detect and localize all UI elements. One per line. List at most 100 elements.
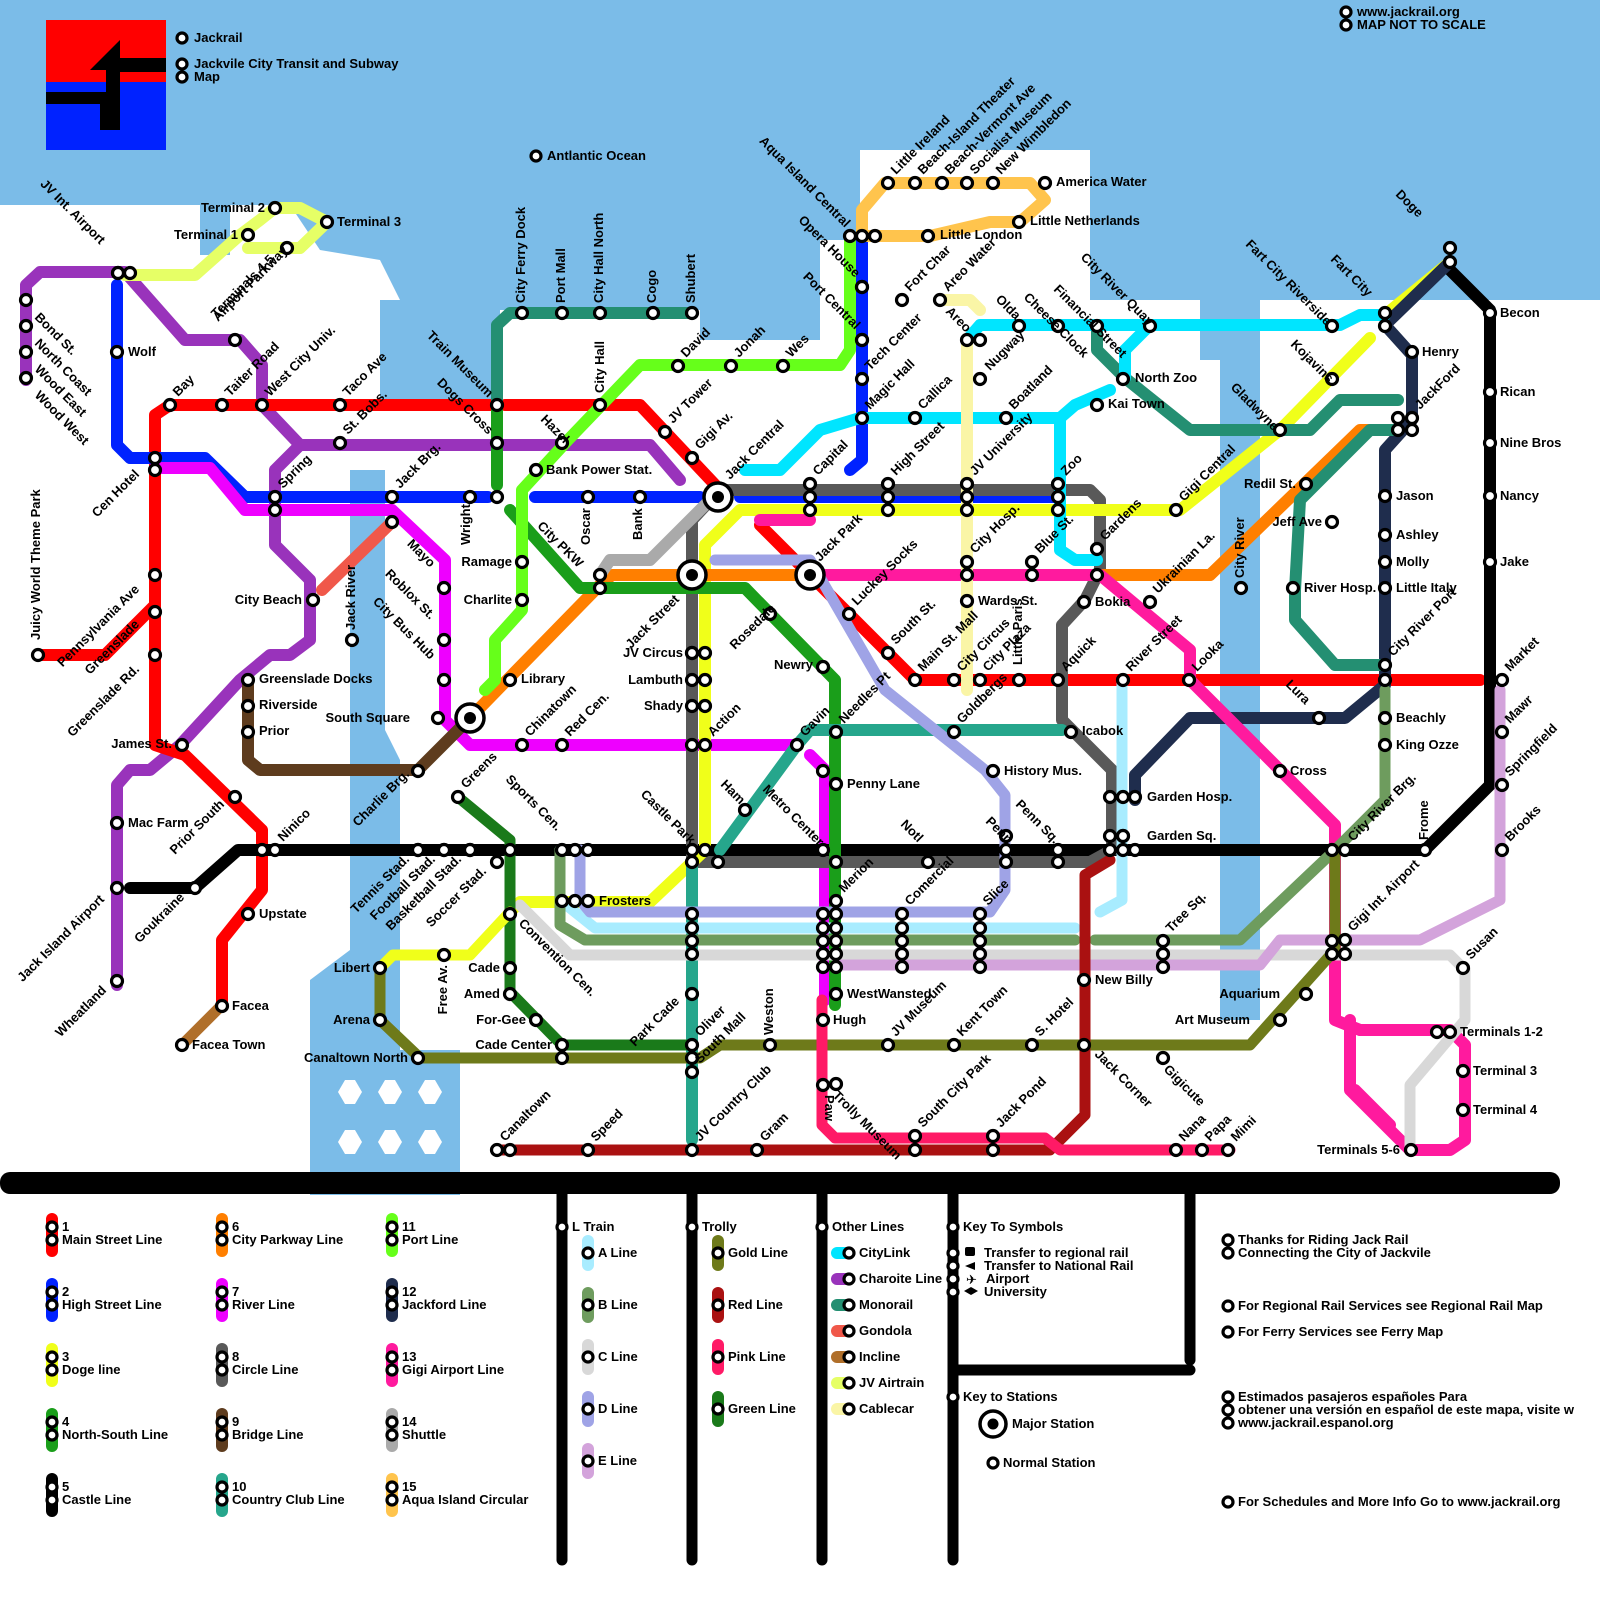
- station-hugh[interactable]: [818, 1015, 829, 1026]
- station-jv-country-club[interactable]: [687, 1145, 698, 1156]
- station-paw[interactable]: [818, 1080, 829, 1091]
- station-oscar[interactable]: [583, 492, 594, 503]
- station-arena[interactable]: [375, 1015, 386, 1026]
- station-bay[interactable]: [165, 400, 176, 411]
- station-springfield[interactable]: [1497, 780, 1508, 791]
- station-cade-center[interactable]: [557, 1040, 568, 1051]
- interchange-dot[interactable]: [1327, 845, 1338, 856]
- interchange-dot[interactable]: [962, 492, 973, 503]
- station-west-city-univ[interactable]: [257, 400, 268, 411]
- station-goukraine[interactable]: [190, 883, 201, 894]
- interchange-dot[interactable]: [700, 845, 711, 856]
- station-tech-center[interactable]: [857, 374, 868, 385]
- station-frosters[interactable]: [583, 896, 594, 907]
- interchange-dot[interactable]: [818, 936, 829, 947]
- station-prior[interactable]: [243, 727, 254, 738]
- interchange-dot[interactable]: [962, 570, 973, 581]
- station-icabok[interactable]: [1066, 727, 1077, 738]
- station-merion[interactable]: [831, 896, 842, 907]
- station-jackford[interactable]: [1407, 413, 1418, 424]
- station-magic-hall[interactable]: [857, 413, 868, 424]
- station-james-st[interactable]: [177, 740, 188, 751]
- station-areo-water[interactable]: [935, 295, 946, 306]
- interchange-dot[interactable]: [150, 465, 161, 476]
- station-penny-lane[interactable]: [831, 779, 842, 790]
- interchange-dot[interactable]: [1092, 570, 1103, 581]
- interchange-dot[interactable]: [270, 505, 281, 516]
- station-fort-char[interactable]: [897, 295, 908, 306]
- station-high-street[interactable]: [883, 479, 894, 490]
- station-comercial[interactable]: [897, 909, 908, 920]
- station-ham[interactable]: [740, 805, 751, 816]
- station-little-london[interactable]: [923, 231, 934, 242]
- station-libert[interactable]: [375, 963, 386, 974]
- station-penn[interactable]: [1001, 845, 1012, 856]
- station-gram[interactable]: [752, 1145, 763, 1156]
- interchange-dot[interactable]: [557, 1053, 568, 1064]
- interchange-dot[interactable]: [687, 857, 698, 868]
- interchange-dot[interactable]: [831, 923, 842, 934]
- station-terminal-1[interactable]: [243, 230, 254, 241]
- interchange-dot[interactable]: [687, 923, 698, 934]
- station-wes[interactable]: [778, 361, 789, 372]
- station-south-mall[interactable]: [687, 1067, 698, 1078]
- interchange-dot[interactable]: [687, 740, 698, 751]
- station-blue-st[interactable]: [1027, 557, 1038, 568]
- interchange-dot[interactable]: [1327, 949, 1338, 960]
- interchange-dot[interactable]: [897, 962, 908, 973]
- station-terminal-3[interactable]: [1458, 1066, 1469, 1077]
- interchange-dot[interactable]: [1340, 949, 1351, 960]
- station-mayo[interactable]: [439, 583, 450, 594]
- station-convention-cen[interactable]: [505, 909, 516, 920]
- interchange-dot[interactable]: [1105, 845, 1116, 856]
- interchange-dot[interactable]: [831, 857, 842, 868]
- interchange-dot[interactable]: [805, 492, 816, 503]
- interchange-dot[interactable]: [857, 282, 868, 293]
- station-cross[interactable]: [1275, 766, 1286, 777]
- station-city-beach[interactable]: [308, 595, 319, 606]
- station-wards-st[interactable]: [962, 596, 973, 607]
- station-lura[interactable]: [1314, 713, 1325, 724]
- station-nugway[interactable]: [975, 374, 986, 385]
- interchange-dot[interactable]: [818, 923, 829, 934]
- station-jeff-ave[interactable]: [1327, 517, 1338, 528]
- station-speed[interactable]: [583, 1145, 594, 1156]
- station-looka[interactable]: [1184, 675, 1195, 686]
- station-new-wimbledon[interactable]: [988, 178, 999, 189]
- station-park-cade[interactable]: [687, 989, 698, 1000]
- station-slice[interactable]: [975, 909, 986, 920]
- station-penn-sq[interactable]: [1053, 845, 1064, 856]
- station-socialist-museum[interactable]: [962, 178, 973, 189]
- station-greens[interactable]: [453, 792, 464, 803]
- interchange-dot[interactable]: [897, 923, 908, 934]
- interchange-dot[interactable]: [492, 492, 503, 503]
- interchange-dot[interactable]: [387, 517, 398, 528]
- station-beach-island-theater[interactable]: [910, 178, 921, 189]
- station-beach-vermont-ave[interactable]: [937, 178, 948, 189]
- station-cade[interactable]: [505, 963, 516, 974]
- station-city-river[interactable]: [1236, 583, 1247, 594]
- station-soccer-stad[interactable]: [492, 857, 503, 868]
- station-rican[interactable]: [1485, 387, 1496, 398]
- station-jack-river[interactable]: [347, 635, 358, 646]
- station-cogo[interactable]: [648, 308, 659, 319]
- interchange-dot[interactable]: [910, 1145, 921, 1156]
- station-little-paris[interactable]: [1014, 675, 1025, 686]
- interchange-dot[interactable]: [465, 845, 476, 856]
- station-gigi-int-airport[interactable]: [1340, 935, 1351, 946]
- station-henry[interactable]: [1407, 347, 1418, 358]
- note-spanish-3[interactable]: www.jackrail.espanol.org: [1237, 1415, 1394, 1430]
- interchange-dot[interactable]: [583, 845, 594, 856]
- station-prior-south[interactable]: [230, 792, 241, 803]
- interchange-dot[interactable]: [595, 570, 606, 581]
- station-tree-sq[interactable]: [1158, 936, 1169, 947]
- station-st-bobs[interactable]: [335, 438, 346, 449]
- interchange-dot[interactable]: [1445, 257, 1456, 268]
- interchange-dot[interactable]: [1105, 831, 1116, 842]
- station-jv-university[interactable]: [962, 479, 973, 490]
- interchange-dot[interactable]: [1432, 1027, 1443, 1038]
- station-bokia[interactable]: [1079, 597, 1090, 608]
- interchange-dot[interactable]: [700, 648, 711, 659]
- station-zoo[interactable]: [1053, 479, 1064, 490]
- station-goldbergs[interactable]: [949, 727, 960, 738]
